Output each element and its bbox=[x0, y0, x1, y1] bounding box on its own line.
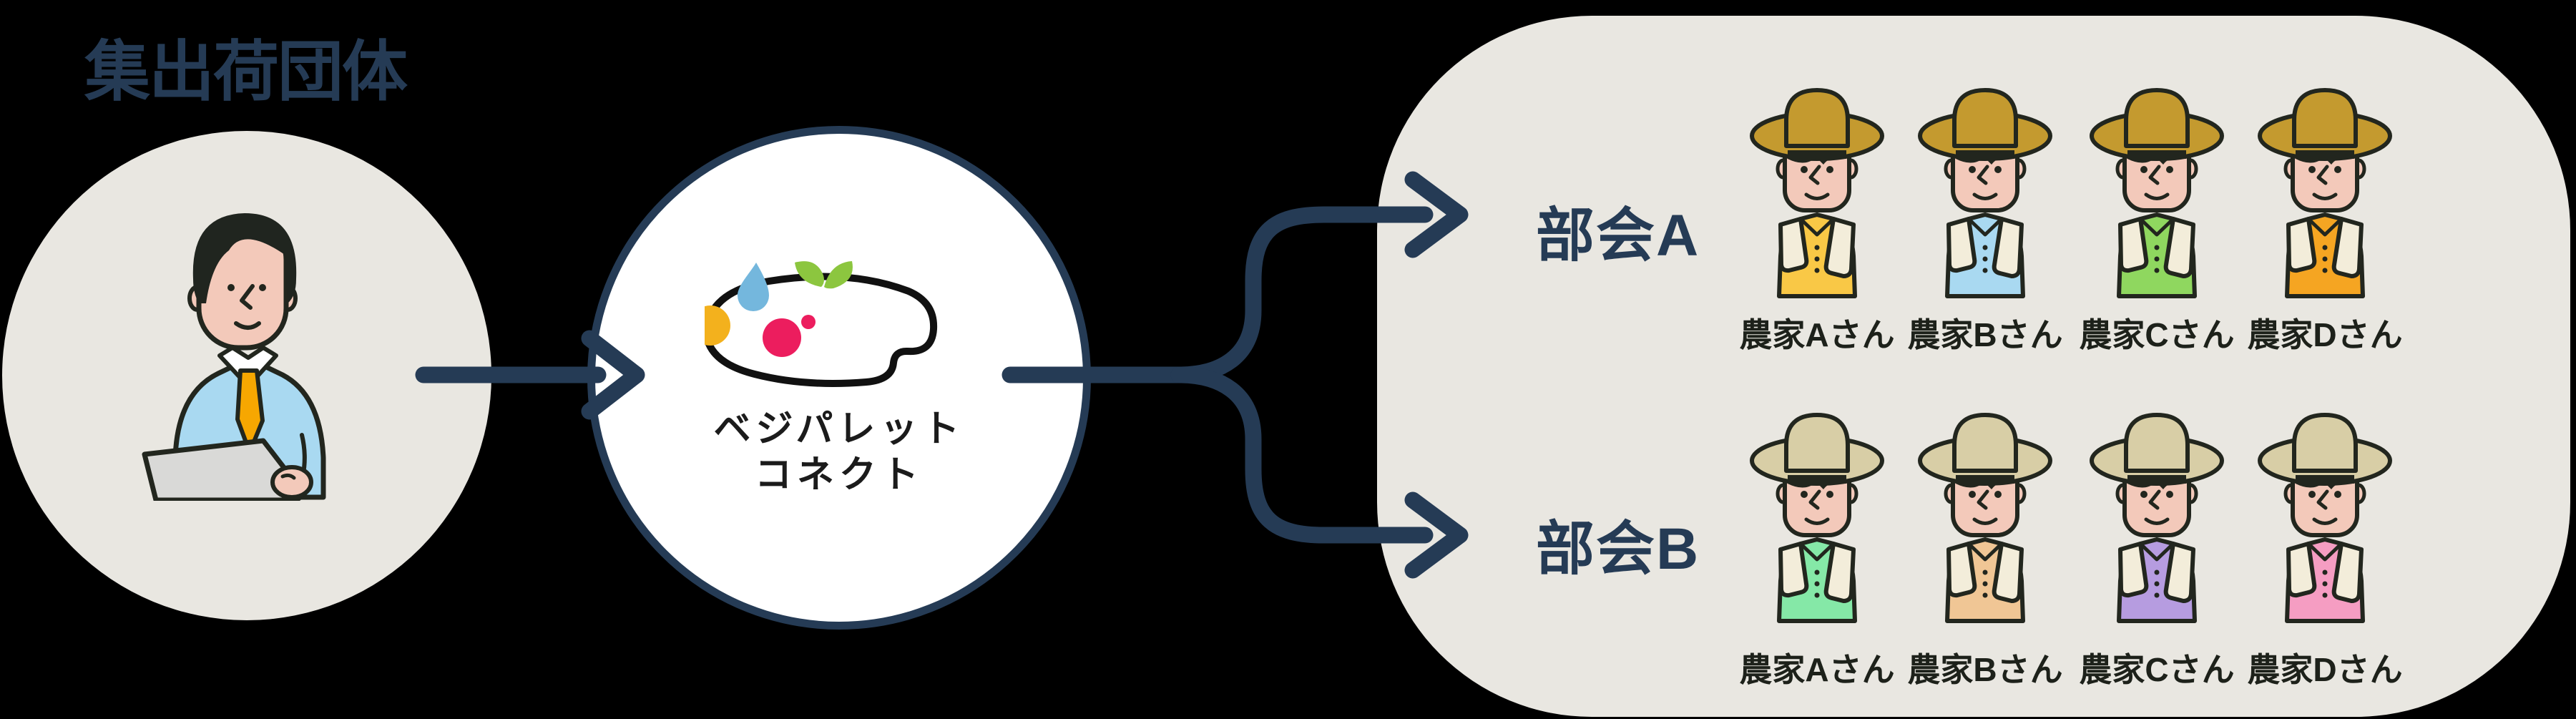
office-worker-icon bbox=[142, 213, 326, 501]
farmer-figure: 農家Dさん bbox=[2247, 409, 2403, 691]
farmer-figure: 農家Aさん bbox=[1739, 84, 1895, 356]
farmer-name: 農家Cさん bbox=[2079, 651, 2235, 688]
vege-palette-logo-icon bbox=[705, 261, 938, 387]
shipper-circle bbox=[2, 131, 491, 620]
page-title: 集出荷団体 bbox=[84, 36, 408, 109]
farmer-name: 農家Cさん bbox=[2079, 316, 2235, 353]
farmer-icon bbox=[1918, 413, 2052, 623]
organization-panel: 部会A 農家Aさん bbox=[1377, 16, 2570, 717]
platform-name-line2: コネクト bbox=[754, 454, 924, 496]
platform-name-line1: ベジパレット bbox=[713, 409, 965, 450]
farmer-icon bbox=[1750, 413, 1884, 623]
farmer-icon bbox=[2258, 88, 2392, 298]
farmer-name: 農家Bさん bbox=[1907, 316, 2063, 353]
farmer-figure: 農家Bさん bbox=[1907, 409, 2063, 691]
farmer-figure: 農家Dさん bbox=[2247, 84, 2403, 356]
farmer-figure: 農家Cさん bbox=[2079, 84, 2235, 356]
farmer-figure: 農家Cさん bbox=[2079, 409, 2235, 691]
farmer-icon bbox=[1750, 88, 1884, 298]
farmer-figure: 農家Bさん bbox=[1907, 84, 2063, 356]
farmer-name: 農家Dさん bbox=[2247, 316, 2403, 353]
farmer-name: 農家Aさん bbox=[1739, 316, 1895, 353]
farmer-figure: 農家Aさん bbox=[1739, 409, 1895, 691]
group-label: 部会B bbox=[1536, 517, 1700, 582]
farmer-icon bbox=[2090, 413, 2224, 623]
farmer-icon bbox=[2090, 88, 2224, 298]
farmer-name: 農家Dさん bbox=[2247, 651, 2403, 688]
farmer-name: 農家Aさん bbox=[1739, 651, 1895, 688]
platform-circle: ベジパレット コネクト bbox=[587, 126, 1091, 630]
farmer-icon bbox=[1918, 88, 2052, 298]
group-label: 部会A bbox=[1536, 203, 1700, 268]
farmer-name: 農家Bさん bbox=[1907, 651, 2063, 688]
farmer-icon bbox=[2258, 413, 2392, 623]
